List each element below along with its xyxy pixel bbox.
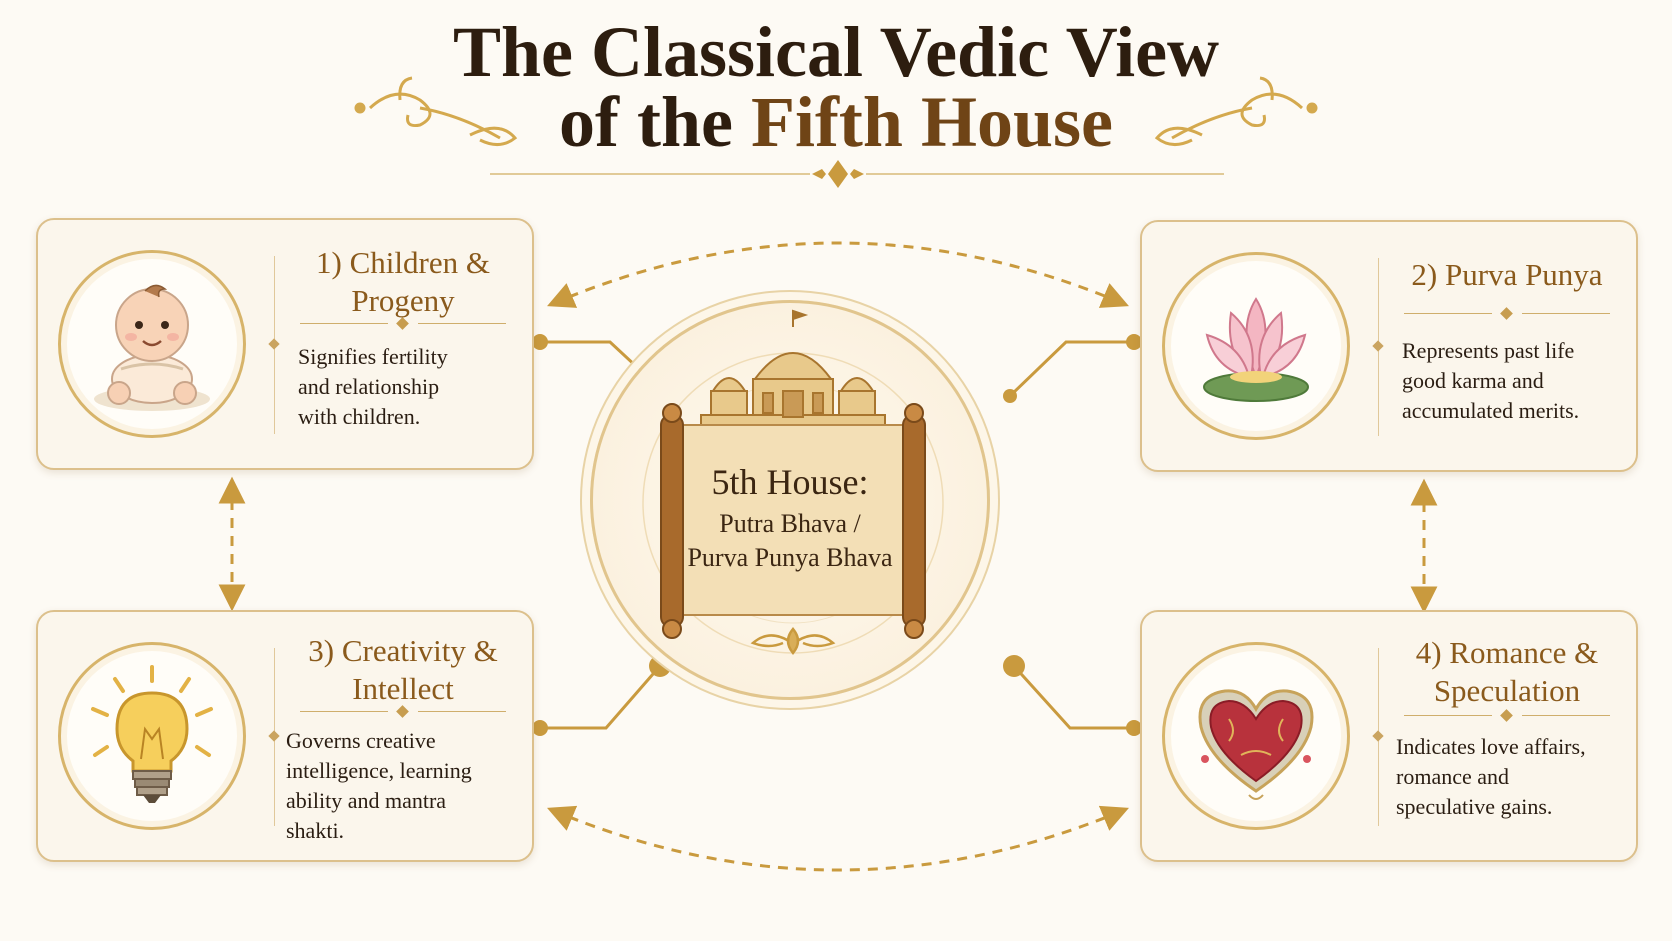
card-1-heading-line-2: Progeny bbox=[351, 283, 455, 318]
card-4-icon-frame bbox=[1162, 642, 1350, 830]
card-4-desc-line: speculative gains. bbox=[1396, 794, 1553, 819]
card-1-description: Signifies fertility and relationship wit… bbox=[298, 342, 528, 432]
page-title-line-2: of the Fifth House bbox=[0, 86, 1672, 158]
dashed-arrow-top bbox=[547, 241, 1129, 308]
card-3-heading: 3) Creativity & Intellect bbox=[288, 632, 518, 708]
card-1-divider bbox=[268, 256, 280, 434]
card-1-heading-line-1: 1) Children & bbox=[316, 245, 490, 280]
card-1-icon-frame bbox=[58, 250, 246, 438]
page-title-line-1: The Classical Vedic View bbox=[452, 12, 1220, 92]
card-romance-speculation: 4) Romance & Speculation Indicates love … bbox=[1140, 610, 1638, 862]
card-2-heading-line-1: 2) Purva Punya bbox=[1411, 257, 1603, 292]
page-title-prefix: of the bbox=[559, 82, 751, 162]
card-3-icon-frame bbox=[58, 642, 246, 830]
card-1-desc-line: with children. bbox=[298, 404, 421, 429]
card-1-desc-line: and relationship bbox=[298, 374, 440, 399]
card-4-ornament bbox=[1404, 709, 1610, 722]
card-3-desc-line: ability and mantra bbox=[286, 788, 447, 813]
card-2-divider bbox=[1372, 258, 1384, 436]
card-3-desc-line: intelligence, learning bbox=[286, 758, 472, 783]
card-1-ornament bbox=[300, 317, 506, 330]
card-4-desc-line: romance and bbox=[1396, 764, 1509, 789]
light-bulb-icon bbox=[91, 665, 213, 803]
center-emblem bbox=[590, 300, 990, 700]
card-2-icon-frame bbox=[1162, 252, 1350, 440]
connector-card3 bbox=[532, 655, 671, 736]
card-3-desc-line: shakti. bbox=[286, 818, 345, 843]
temple-scroll-illustration bbox=[642, 309, 944, 655]
dashed-arrow-bottom bbox=[547, 805, 1129, 872]
card-4-heading: 4) Romance & Speculation bbox=[1392, 634, 1622, 710]
temple-icon bbox=[700, 309, 886, 432]
card-1-heading: 1) Children & Progeny bbox=[288, 244, 518, 320]
card-creativity-intellect: 3) Creativity & Intellect Governs creati… bbox=[36, 610, 534, 862]
card-2-desc-line: accumulated merits. bbox=[1402, 398, 1580, 423]
card-2-ornament bbox=[1404, 307, 1610, 320]
card-2-heading: 2) Purva Punya bbox=[1392, 256, 1622, 294]
center-subtitle-line-1: Putra Bhava / bbox=[719, 509, 861, 538]
card-1-desc-line: Signifies fertility bbox=[298, 344, 448, 369]
center-subtitle-line-2: Purva Punya Bhava bbox=[687, 543, 893, 572]
heart-icon bbox=[1198, 689, 1314, 800]
card-3-description: Governs creative intelligence, learning … bbox=[286, 726, 532, 846]
card-children-progeny: 1) Children & Progeny Signifies fertilit… bbox=[36, 218, 534, 470]
card-3-heading-line-2: Intellect bbox=[352, 671, 454, 706]
card-4-desc-line: Indicates love affairs, bbox=[1396, 734, 1586, 759]
center-bottom-ornament bbox=[750, 627, 836, 655]
card-2-desc-line: good karma and bbox=[1402, 368, 1544, 393]
card-3-desc-line: Governs creative bbox=[286, 728, 436, 753]
card-3-divider bbox=[268, 648, 280, 826]
center-title: 5th House: bbox=[711, 462, 869, 502]
card-3-heading-line-1: 3) Creativity & bbox=[308, 633, 498, 668]
connector-card4 bbox=[1003, 655, 1142, 736]
card-4-divider bbox=[1372, 648, 1384, 826]
card-2-desc-line: Represents past life bbox=[1402, 338, 1575, 363]
page-title-accent: Fifth House bbox=[750, 82, 1113, 162]
card-3-ornament bbox=[300, 705, 506, 718]
lotus-icon bbox=[1203, 297, 1309, 402]
connector-card2 bbox=[1003, 334, 1142, 403]
card-4-description: Indicates love affairs, romance and spec… bbox=[1396, 732, 1634, 822]
scroll-icon bbox=[660, 403, 926, 639]
card-4-heading-line-1: 4) Romance & bbox=[1415, 635, 1599, 670]
baby-icon bbox=[94, 284, 210, 411]
title-right-flourish bbox=[1154, 76, 1318, 146]
title-underline bbox=[490, 160, 1224, 188]
card-2-description: Represents past life good karma and accu… bbox=[1402, 336, 1632, 426]
title-left-flourish bbox=[354, 76, 518, 146]
card-purva-punya: 2) Purva Punya Represents past life good… bbox=[1140, 220, 1638, 472]
card-4-heading-line-2: Speculation bbox=[1433, 673, 1581, 708]
